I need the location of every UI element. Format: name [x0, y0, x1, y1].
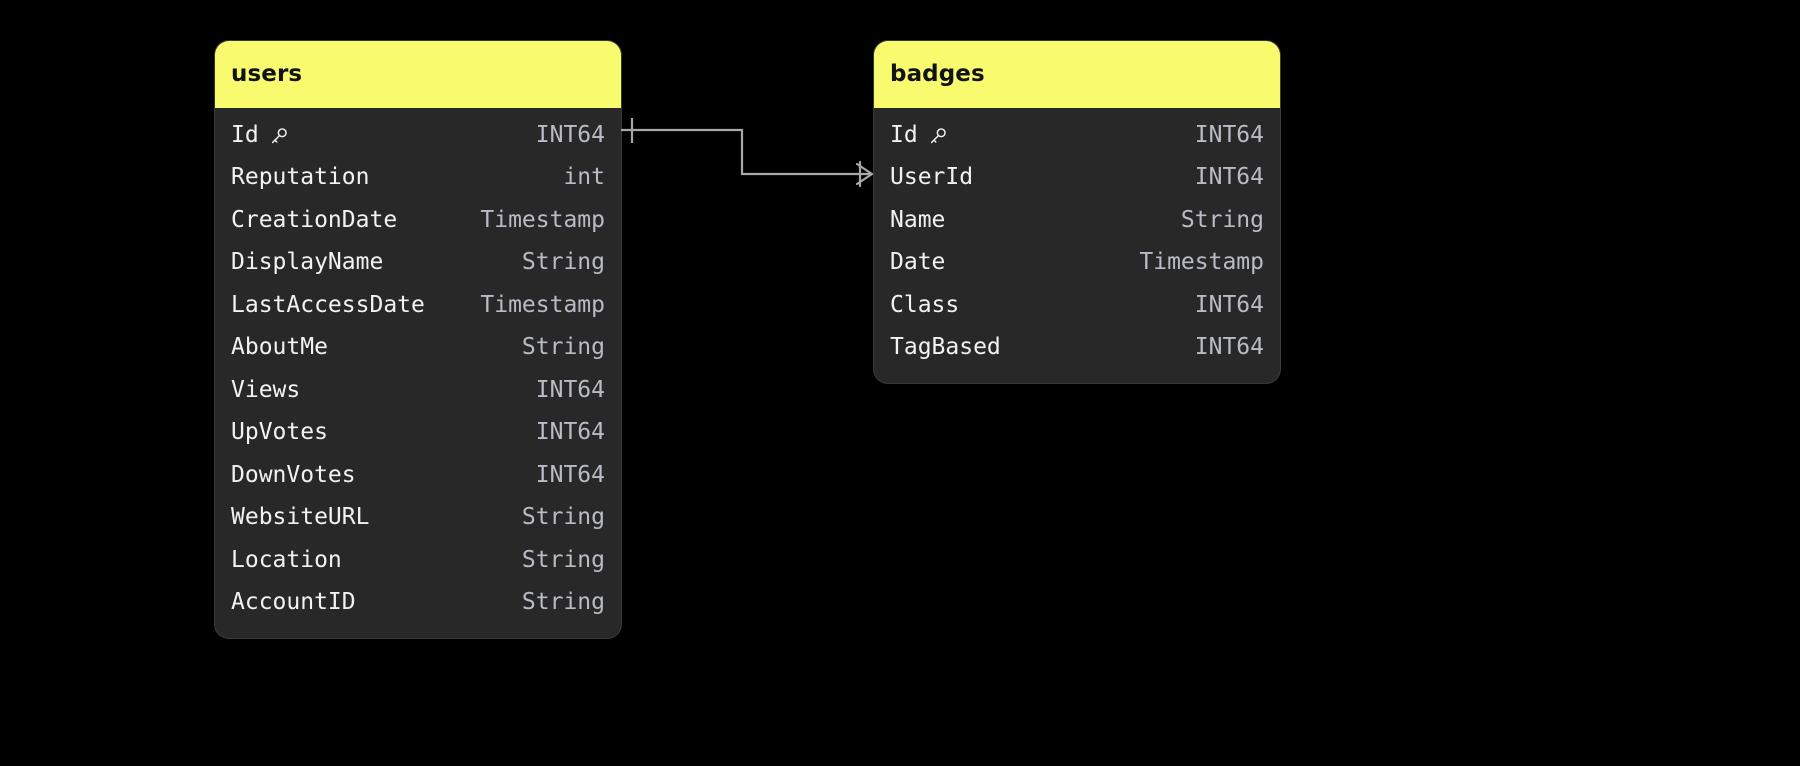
field-label: Id	[890, 121, 918, 148]
field-name: Location	[231, 546, 342, 573]
field-row[interactable]: Name String	[874, 199, 1280, 242]
field-label: TagBased	[890, 334, 1001, 361]
field-row[interactable]: Date Timestamp	[874, 242, 1280, 285]
field-name: WebsiteURL	[231, 506, 369, 529]
field-row[interactable]: Id INT64	[874, 114, 1280, 157]
field-row[interactable]: AccountID String	[215, 582, 621, 625]
field-label: Views	[231, 376, 301, 403]
field-type: String	[521, 504, 605, 531]
field-row[interactable]: TagBased INT64	[874, 327, 1280, 370]
field-type: String	[1180, 206, 1264, 233]
field-label: UpVotes	[231, 419, 328, 446]
field-name: LastAccessDate	[231, 291, 425, 318]
field-type: INT64	[1194, 164, 1264, 191]
field-type: INT64	[535, 461, 605, 488]
field-row[interactable]: Id INT64	[215, 114, 621, 157]
field-name: Date	[890, 251, 945, 274]
cardinality-many-marker	[855, 160, 874, 188]
field-label: UserId	[890, 164, 974, 191]
field-row[interactable]: CreationDate Timestamp	[215, 199, 621, 242]
field-name: CreationDate	[231, 206, 398, 233]
field-label: Name	[890, 206, 946, 233]
entity-users[interactable]: users Id INT64 Reputatio	[215, 41, 621, 638]
field-label: WebsiteURL	[231, 504, 370, 531]
field-name: Id	[890, 121, 949, 148]
field-type: String	[521, 589, 605, 616]
field-row[interactable]: WebsiteURL String	[215, 497, 621, 540]
field-row[interactable]: LastAccessDate Timestamp	[215, 284, 621, 327]
entity-users-fields: Id INT64 Reputation int	[215, 108, 621, 638]
field-name: AboutMe	[231, 336, 328, 359]
field-type: INT64	[535, 376, 605, 403]
field-row[interactable]: UserId INT64	[874, 157, 1280, 200]
field-type: INT64	[535, 121, 605, 148]
field-type: String	[521, 249, 605, 276]
field-label: AboutMe	[231, 334, 328, 361]
key-icon	[268, 125, 290, 147]
field-name: Name	[890, 206, 946, 233]
key-icon	[927, 125, 949, 147]
field-type: INT64	[535, 419, 605, 446]
field-row[interactable]: DownVotes INT64	[215, 454, 621, 497]
field-type: String	[521, 334, 605, 361]
field-row[interactable]: Class INT64	[874, 284, 1280, 327]
field-type: Timestamp	[1139, 249, 1264, 276]
field-name: Class	[890, 291, 960, 318]
entity-badges[interactable]: badges Id INT64 UserId	[874, 41, 1280, 383]
field-label: AccountID	[231, 589, 356, 616]
field-name: Views	[231, 376, 301, 403]
field-row[interactable]: AboutMe String	[215, 327, 621, 370]
field-label: Id	[231, 121, 259, 148]
field-label: Class	[890, 291, 960, 318]
field-label: DisplayName	[231, 249, 384, 276]
field-label: DownVotes	[231, 461, 356, 488]
field-type: Timestamp	[480, 206, 605, 233]
field-type: String	[521, 546, 605, 573]
field-row[interactable]: Views INT64	[215, 369, 621, 412]
field-name: UpVotes	[231, 421, 328, 444]
field-label: Date	[890, 249, 946, 276]
field-label: Location	[231, 546, 342, 573]
relationship-users-id-to-badges-userid[interactable]	[621, 118, 874, 188]
field-name: DownVotes	[231, 461, 356, 488]
field-type: int	[563, 164, 605, 191]
field-name: UserId	[890, 166, 973, 189]
field-row[interactable]: Reputation int	[215, 157, 621, 200]
relationship-line	[621, 128, 872, 176]
field-name: Reputation	[231, 166, 369, 189]
field-type: INT64	[1194, 334, 1264, 361]
field-name: Id	[231, 121, 290, 148]
field-name: TagBased	[890, 336, 1001, 359]
entity-badges-title: badges	[874, 41, 1280, 108]
entity-users-title: users	[215, 41, 621, 108]
field-name: DisplayName	[231, 251, 383, 274]
field-row[interactable]: DisplayName String	[215, 242, 621, 285]
field-type: INT64	[1194, 121, 1264, 148]
field-type: INT64	[1194, 291, 1264, 318]
field-type: Timestamp	[480, 291, 605, 318]
field-row[interactable]: UpVotes INT64	[215, 412, 621, 455]
field-label: Reputation	[231, 164, 370, 191]
field-row[interactable]: Location String	[215, 539, 621, 582]
field-label: LastAccessDate	[231, 291, 425, 318]
field-label: CreationDate	[231, 206, 398, 233]
field-name: AccountID	[231, 591, 356, 614]
entity-badges-fields: Id INT64 UserId INT64	[874, 108, 1280, 383]
